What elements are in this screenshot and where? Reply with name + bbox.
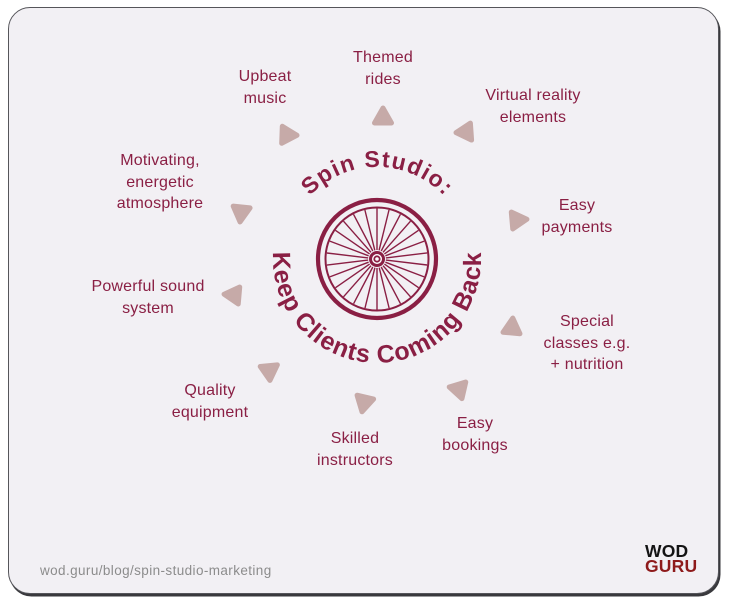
triangle-marker-icon (453, 120, 475, 143)
arc-title-top: Spin Studio: (296, 146, 459, 200)
wodguru-logo: WOD GURU (645, 541, 698, 576)
logo-line-guru: GURU (645, 556, 698, 576)
factor-easy-payments: Easy payments (541, 197, 613, 236)
factor-easy-bookings: Easy bookings (442, 415, 508, 454)
factor-virtual-reality: Virtual reality elements (485, 87, 581, 126)
triangle-marker-icon (372, 105, 394, 126)
triangle-marker-icon (279, 123, 300, 146)
center-graphic: Spin Studio: Keep Clients Coming Back (267, 146, 487, 370)
factor-skilled-instructors: Skilled instructors (317, 430, 393, 469)
triangle-marker-icon (354, 392, 377, 415)
logo-line-wod: WOD (645, 541, 689, 561)
triangle-marker-icon (446, 379, 469, 402)
factor-themed-rides: Themed rides (353, 49, 413, 88)
triangle-marker-icon (500, 315, 523, 337)
factor-special-classes: Special classes e.g. + nutrition (543, 313, 631, 373)
triangle-marker-icon (257, 362, 280, 383)
infographic-card (8, 7, 719, 594)
footer-url: wod.guru/blog/spin-studio-marketing (40, 563, 272, 578)
factor-quality-equipment: Quality equipment (171, 382, 249, 421)
factor-powerful-sound: Powerful sound system (91, 278, 205, 317)
bicycle-wheel-icon (315, 197, 439, 321)
factor-upbeat-music: Upbeat music (238, 68, 292, 107)
triangle-marker-icon (230, 203, 253, 225)
triangle-marker-icon (508, 209, 530, 232)
factor-motivating-atmosphere: Motivating, energetic atmosphere (116, 152, 204, 212)
triangle-marker-icon (221, 284, 243, 307)
